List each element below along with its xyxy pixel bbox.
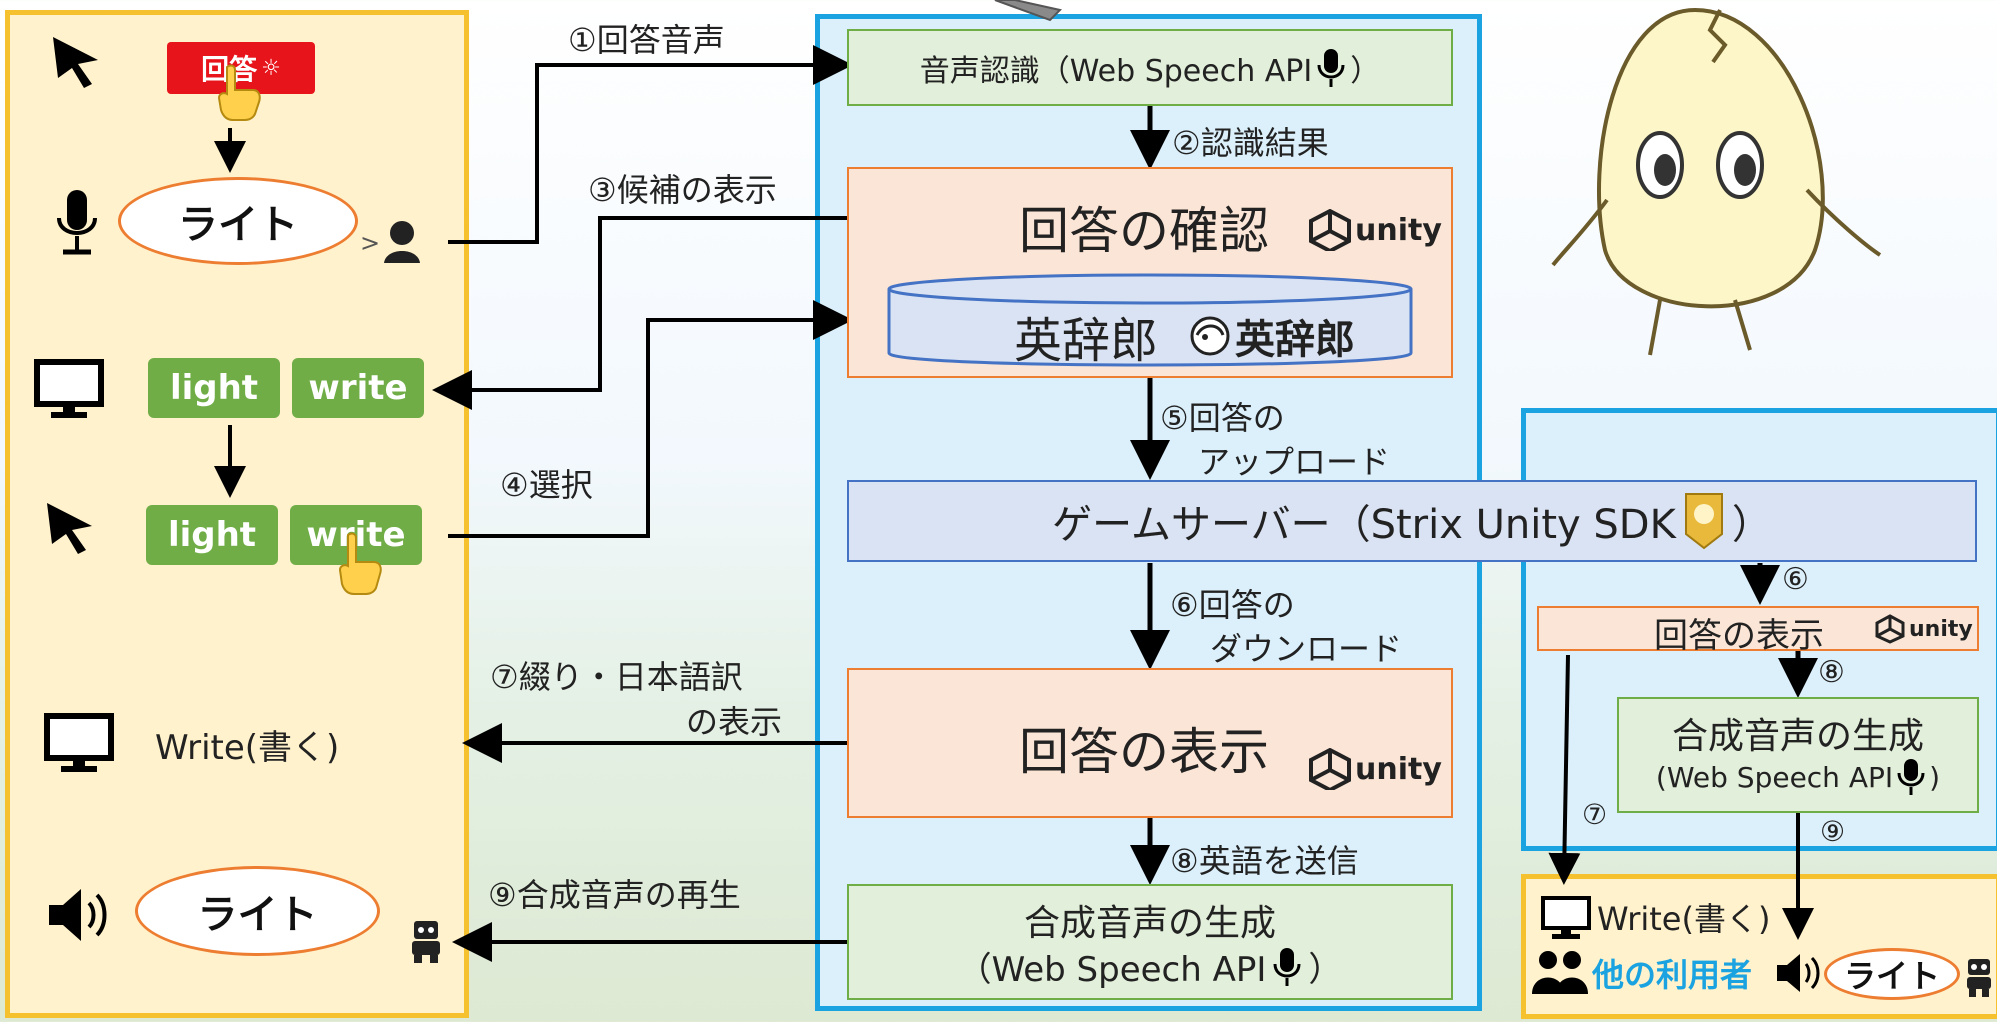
speech-recognition-close: ） xyxy=(1350,53,1381,89)
speaker-icon xyxy=(49,889,107,941)
monitor-icon-3 xyxy=(1541,896,1591,939)
speech-synthesis-api: （Web Speech API ） xyxy=(849,942,1451,991)
right-step-7: ⑦ xyxy=(1582,798,1608,831)
robot-icon-2 xyxy=(1967,959,1991,997)
speech-bubble-bottom: ライト xyxy=(135,866,380,956)
right-answer-display-box: 回答の表示 unity xyxy=(1537,606,1979,656)
step-1-label: ①回答音声 xyxy=(568,21,725,59)
other-users-label: 他の利用者 xyxy=(1592,956,1753,994)
right-step-9: ⑨ xyxy=(1820,815,1846,848)
right-speech-synthesis-close: ) xyxy=(1929,760,1941,794)
speech-synthesis-close: ） xyxy=(1308,950,1343,990)
speech-synthesis-api-label: （Web Speech API xyxy=(957,950,1267,990)
step-6-label-2: ダウンロード xyxy=(1210,630,1403,668)
right-answer-display-title: 回答の表示 xyxy=(1654,616,1824,656)
answer-display-box: 回答の表示 unity xyxy=(847,668,1453,818)
step-7-label-2: の表示 xyxy=(686,703,783,741)
right-step-8: ⑧ xyxy=(1818,655,1845,690)
unity-label-1: unity xyxy=(1355,212,1442,248)
answer-confirm-box: 回答の確認 unity 英辞郎 英辞郎 xyxy=(847,167,1453,378)
lightbulb-icon: ☼ xyxy=(261,55,281,81)
step-9-label: ⑨合成音声の再生 xyxy=(488,876,741,914)
choice-light-label: light xyxy=(169,368,259,408)
answer-button[interactable]: 回答 ☼ xyxy=(167,42,315,94)
speaker-person-icon: > xyxy=(360,221,420,263)
monitor-icon-2 xyxy=(44,713,114,772)
unity-icon xyxy=(1309,209,1351,251)
right-speech-bubble: ライト xyxy=(1824,948,1960,1000)
choice-light-label-2: light xyxy=(167,515,257,555)
right-speech-synthesis-title: 合成音声の生成 xyxy=(1671,716,1924,757)
step-7-label-1: ⑦綴り・日本語訳 xyxy=(490,658,743,696)
microphone-icon-small xyxy=(1317,48,1345,87)
microphone-icon-small-3 xyxy=(1897,759,1925,795)
right-bubble-text: ライト xyxy=(1843,957,1940,995)
choice-write-label: write xyxy=(308,368,408,408)
step-5-label-1: ⑤回答の xyxy=(1160,399,1285,437)
answer-confirm-title: 回答の確認 xyxy=(1019,202,1269,260)
unity-label-2: unity xyxy=(1355,751,1442,787)
speech-recognition-box: 音声認識（Web Speech API ） xyxy=(847,29,1453,106)
step-5-label-2: アップロード xyxy=(1198,443,1391,481)
step-2-label: ②認識結果 xyxy=(1172,124,1329,162)
answer-display-title: 回答の表示 xyxy=(1019,723,1269,781)
speech-bubble-top: ライト xyxy=(118,177,358,265)
right-result-text: Write(書く) xyxy=(1597,900,1771,938)
result-text: Write(書く) xyxy=(155,728,340,768)
microphone-icon-small-2 xyxy=(1273,947,1301,986)
choice-write-button[interactable]: write xyxy=(292,358,424,418)
users-icon xyxy=(1532,951,1588,994)
right-speech-synthesis-api: (Web Speech API ) xyxy=(1619,757,1977,797)
step-6-label-1: ⑥回答の xyxy=(1170,586,1295,624)
step-3-label: ③候補の表示 xyxy=(588,171,777,209)
step-4-label: ④選択 xyxy=(500,466,593,504)
speech-synthesis-box: 合成音声の生成 （Web Speech API ） xyxy=(847,884,1453,1000)
game-server-box: ゲームサーバー（Strix Unity SDK ） xyxy=(847,480,1977,562)
cursor-icon xyxy=(53,37,98,88)
unity-logo-1: unity xyxy=(1309,209,1442,251)
pen-decoration-icon xyxy=(994,0,1062,22)
svg-text:>: > xyxy=(360,229,380,257)
cursor-icon-2 xyxy=(47,503,92,554)
egg-mascot-illustration xyxy=(1551,7,1882,356)
choice-light-button[interactable]: light xyxy=(148,358,280,418)
speaker-icon-2 xyxy=(1777,954,1820,992)
monitor-icon xyxy=(34,359,104,418)
speech-recognition-label: 音声認識（Web Speech API xyxy=(919,53,1313,89)
microphone-icon xyxy=(57,190,97,255)
step-8-label: ⑧英語を送信 xyxy=(1170,842,1359,880)
bubble-bottom-text: ライト xyxy=(197,892,318,938)
right-speech-synthesis-box: 合成音声の生成 (Web Speech API ) xyxy=(1617,697,1979,813)
game-server-label: ゲームサーバー（Strix Unity SDK xyxy=(1052,502,1676,548)
choice-light-button-2[interactable]: light xyxy=(146,505,278,565)
right-step-6: ⑥ xyxy=(1782,562,1809,597)
pointing-hand-icon-2 xyxy=(338,532,382,595)
dictionary-database-cylinder xyxy=(887,273,1413,367)
unity-icon-2 xyxy=(1309,748,1351,790)
game-server-close: ） xyxy=(1731,502,1772,548)
right-speech-synthesis-api-label: (Web Speech API xyxy=(1655,760,1894,794)
eijiro-logo-icon xyxy=(1190,316,1230,356)
unity-logo-2: unity xyxy=(1309,748,1442,790)
unity-icon-3 xyxy=(1875,614,1905,644)
bubble-top-text: ライト xyxy=(178,202,298,248)
eijiro-logo-text: 英辞郎 xyxy=(1235,317,1355,363)
unity-logo-3: unity xyxy=(1875,614,1973,644)
dictionary-label: 英辞郎 xyxy=(1014,313,1159,369)
speech-synthesis-title: 合成音声の生成 xyxy=(1023,903,1276,944)
robot-icon xyxy=(412,921,440,963)
unity-label-3: unity xyxy=(1909,616,1973,642)
pointing-hand-icon xyxy=(217,64,261,121)
eijiro-logo: 英辞郎 xyxy=(1189,307,1355,365)
strix-badge-icon xyxy=(1684,493,1723,550)
